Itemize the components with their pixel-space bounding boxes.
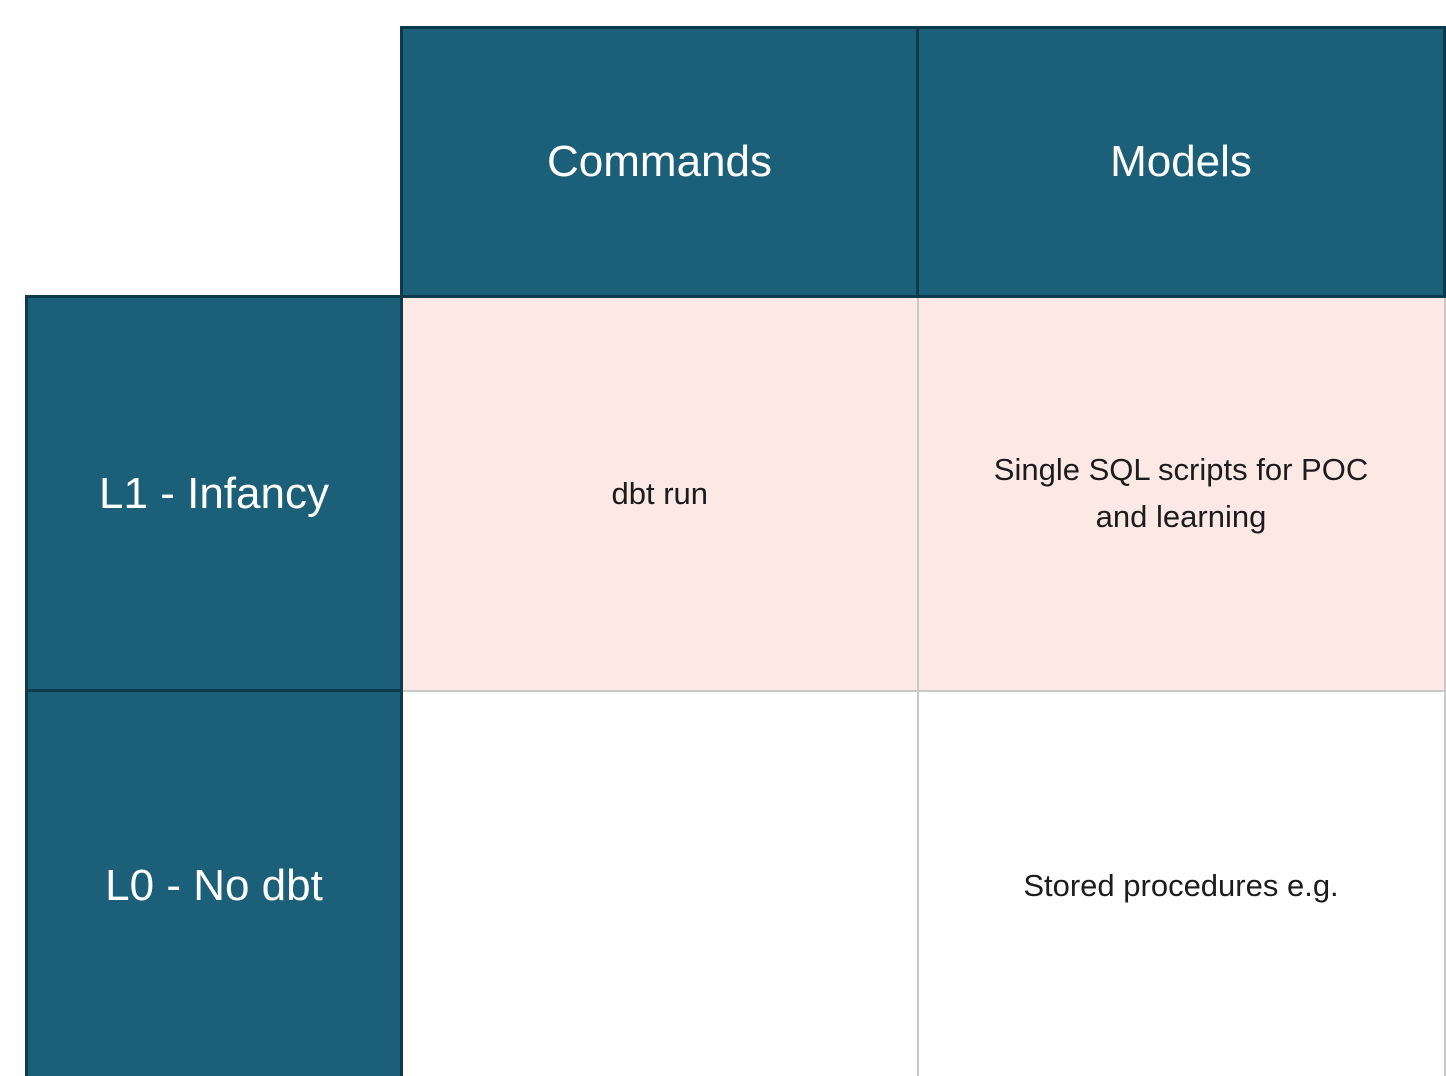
column-header-commands: Commands bbox=[400, 26, 919, 298]
corner-empty-cell bbox=[27, 28, 402, 297]
cell-l0-commands bbox=[400, 689, 919, 1076]
row-header-l1-infancy: L1 - Infancy bbox=[25, 295, 403, 692]
cell-l1-commands: dbt run bbox=[400, 295, 919, 692]
column-header-models: Models bbox=[916, 26, 1446, 298]
row-header-l0-no-dbt: L0 - No dbt bbox=[25, 689, 403, 1076]
table-row-l1: L1 - Infancy dbt run Single SQL scripts … bbox=[25, 295, 1446, 692]
cell-l1-models: Single SQL scripts for POC and learning bbox=[916, 295, 1446, 692]
dbt-maturity-table: Commands Models L1 - Infancy dbt run Sin… bbox=[25, 26, 1446, 1076]
table-row-l0: L0 - No dbt Stored procedures e.g. bbox=[25, 689, 1446, 1076]
cell-l0-models: Stored procedures e.g. bbox=[916, 689, 1446, 1076]
table-header-row: Commands Models bbox=[27, 26, 1446, 298]
